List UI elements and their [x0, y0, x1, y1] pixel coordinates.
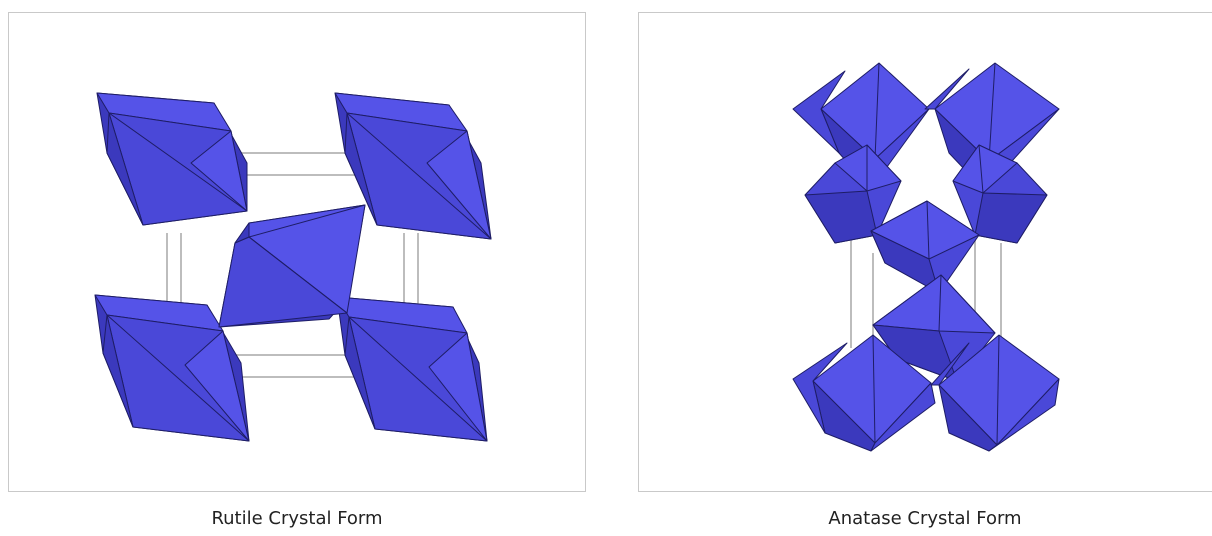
rutile-caption: Rutile Crystal Form [211, 508, 383, 529]
anatase-crystal-diagram [792, 62, 1060, 452]
rutile-octahedron-center [218, 204, 366, 328]
rutile-crystal-diagram [94, 92, 492, 442]
anatase-octahedron-middle-upper-left [804, 144, 902, 244]
rutile-octahedron-bottom-left [94, 294, 250, 442]
rutile-octahedron-bottom-right [336, 296, 488, 442]
rutile-octahedron-top-left [96, 92, 248, 226]
anatase-octahedron-center-lower [872, 274, 996, 382]
anatase-figure-panel [638, 12, 1212, 492]
anatase-octahedron-center-upper [870, 200, 980, 294]
anatase-octahedron-middle-upper-right [952, 144, 1048, 244]
anatase-octahedron-bottom-right [930, 334, 1060, 452]
anatase-octahedron-bottom-left [792, 334, 936, 452]
rutile-octahedron-top-right [334, 92, 492, 240]
rutile-figure-panel [8, 12, 586, 492]
anatase-caption: Anatase Crystal Form [828, 508, 1022, 529]
rutile-lattice-lines [166, 152, 419, 378]
